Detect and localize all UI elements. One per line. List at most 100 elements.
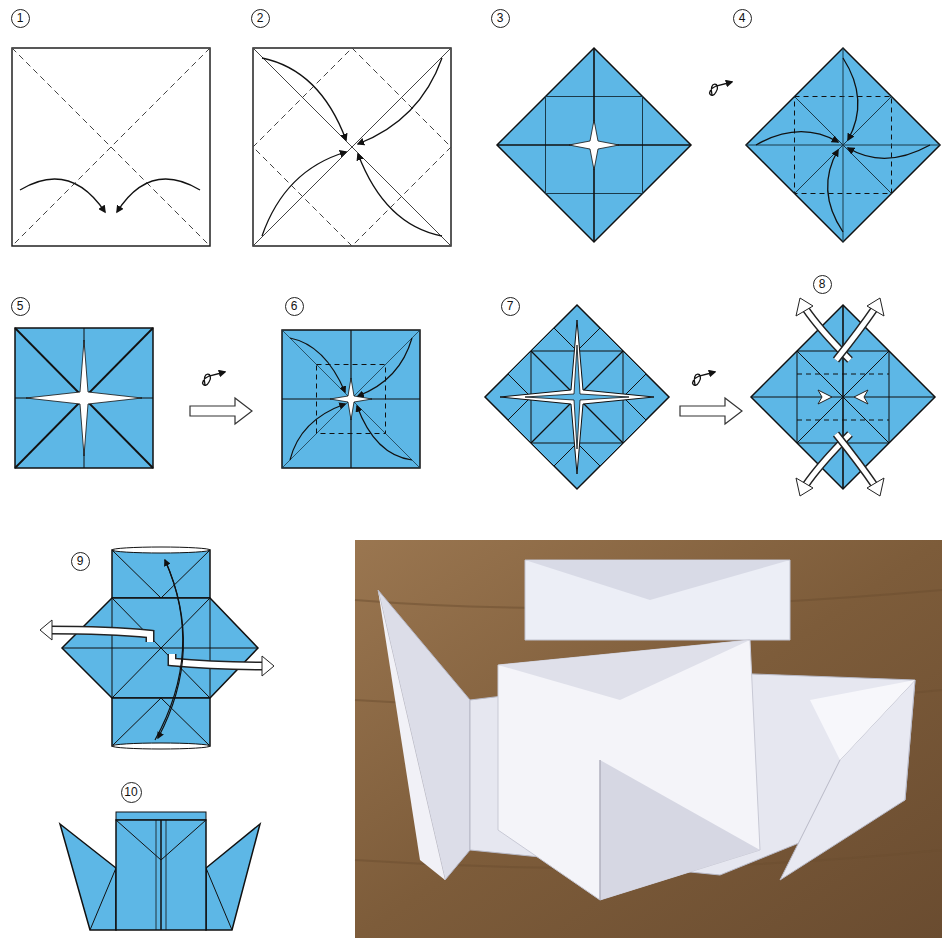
step-nine-shape <box>112 698 210 746</box>
step-ten-boat <box>116 820 161 860</box>
step-number-text: 8 <box>819 278 826 290</box>
step-eight-diamond <box>796 478 813 496</box>
step-ten-boat <box>160 820 162 930</box>
step-number: 9 <box>71 552 90 571</box>
step-seven-diamond <box>577 328 623 351</box>
step-eight-diamond <box>797 351 889 443</box>
step-ten-boat <box>206 824 260 930</box>
step-one-square <box>12 48 210 246</box>
step-seven-diamond <box>485 305 669 489</box>
step-two-square <box>253 48 451 246</box>
step-eight-diamond <box>836 434 875 486</box>
turn-over-symbol <box>693 372 715 385</box>
next-step-arrow <box>680 398 742 424</box>
step-nine-shape <box>112 698 161 746</box>
step-five-square <box>15 328 153 468</box>
step-two-square <box>358 58 442 144</box>
step-number-text: 1 <box>17 12 24 24</box>
boat-photo <box>600 760 760 900</box>
step-four-diamond <box>795 97 892 194</box>
step-ten-boat <box>206 868 232 930</box>
step-two-square <box>253 48 451 246</box>
step-eight-diamond <box>867 478 884 496</box>
step-nine-shape <box>172 654 266 666</box>
step-seven-diamond <box>508 351 531 397</box>
step-seven-diamond <box>500 320 654 474</box>
step-six-square <box>282 330 420 468</box>
boat-photo <box>810 680 915 760</box>
step-nine-shape <box>48 630 150 642</box>
step-nine-shape <box>40 620 52 640</box>
step-nine-shape <box>40 547 274 749</box>
turn-over-symbol <box>203 372 225 385</box>
step-number-text: 6 <box>291 300 298 312</box>
step-seven-diamond <box>485 305 669 489</box>
step-ten-boat <box>60 812 260 930</box>
step-nine-shape <box>112 547 210 553</box>
step-nine-shape <box>112 648 161 698</box>
step-four-diamond <box>746 48 940 242</box>
step-number-text: 2 <box>257 12 264 24</box>
boat-photo <box>599 760 601 900</box>
step-two-square <box>262 58 346 140</box>
step-six-square <box>290 338 345 392</box>
step-nine-shape <box>62 598 258 698</box>
step-nine-shape <box>48 630 150 642</box>
step-six-square <box>357 406 412 460</box>
step-five-square <box>15 328 153 468</box>
step-one-square <box>12 48 210 246</box>
step-seven-diamond <box>525 345 629 449</box>
step-nine-shape <box>161 698 210 746</box>
step-six-square <box>317 365 386 434</box>
step-two-square <box>253 48 451 246</box>
boat-photo <box>525 560 790 600</box>
step-eight-diamond <box>836 434 875 486</box>
step-seven-diamond <box>531 443 577 466</box>
step-seven-diamond <box>508 397 531 443</box>
step-nine-shape <box>161 598 210 648</box>
step-six-square <box>358 338 412 396</box>
step-one-square <box>12 48 210 246</box>
step-ten-boat <box>60 824 116 930</box>
step-nine-shape <box>161 550 210 598</box>
step-four-diamond <box>843 58 858 140</box>
step-two-square <box>253 48 451 246</box>
step-eight-diamond <box>867 298 884 316</box>
step-eight-diamond <box>836 308 875 360</box>
step-number-text: 5 <box>17 300 24 312</box>
step-number: 7 <box>501 297 520 316</box>
step-one-square <box>20 179 105 212</box>
boat-photo <box>498 640 760 900</box>
step-four-diamond <box>756 132 838 145</box>
step-six-square <box>282 330 420 468</box>
step-four-diamond <box>848 145 930 158</box>
step-seven-diamond <box>623 397 646 443</box>
step-seven-diamond <box>531 328 577 351</box>
step-ten-boat <box>156 820 157 930</box>
step-four-diamond <box>795 97 892 194</box>
step-six-square <box>330 378 372 420</box>
step-five-square <box>15 328 153 468</box>
step-two-square <box>262 152 346 236</box>
step-number-text: 4 <box>739 12 746 24</box>
step-nine-shape <box>155 560 183 740</box>
next-step-arrow <box>190 398 252 424</box>
step-ten-boat <box>116 820 206 930</box>
step-eight-diamond <box>751 305 935 489</box>
step-number-text: 3 <box>497 12 504 24</box>
step-three-diamond <box>497 48 691 242</box>
step-ten-boat <box>116 812 206 820</box>
step-number-text: 9 <box>77 555 84 567</box>
step-five-square <box>15 328 153 468</box>
boat-photo <box>498 640 750 700</box>
step-five-square <box>26 340 142 456</box>
step-three-diamond <box>497 48 691 242</box>
step-two-square <box>253 48 451 246</box>
step-number: 4 <box>733 9 752 28</box>
step-eight-diamond <box>797 420 889 421</box>
step-one-square <box>12 48 210 246</box>
step-eight-diamond <box>818 390 832 404</box>
step-number: 3 <box>491 9 510 28</box>
step-eight-diamond <box>836 308 875 360</box>
step-number: 10 <box>121 782 142 803</box>
